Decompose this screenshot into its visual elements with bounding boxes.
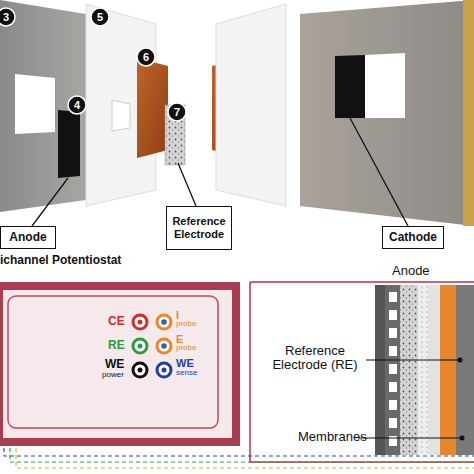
- terminal-name: RE: [108, 339, 125, 352]
- channel: [389, 364, 397, 374]
- jack: [133, 339, 147, 353]
- callout-circle: [137, 48, 155, 66]
- plate-layer: [456, 285, 474, 455]
- part-name: Reference Electrode (RE): [266, 344, 364, 373]
- jack: [133, 315, 147, 329]
- end-plate-layer: [375, 285, 385, 455]
- box-label: Cathode: [389, 231, 437, 245]
- terminal-name: WE: [105, 358, 124, 371]
- channel: [389, 310, 397, 320]
- panel-frame: [0, 282, 240, 446]
- jack: [133, 363, 147, 377]
- leader-line: [350, 118, 408, 226]
- leader-line: [178, 163, 196, 206]
- callout-circle: [168, 103, 186, 121]
- flow-field-layer: [385, 285, 400, 455]
- panel-heading: ichannel Potentiostat: [0, 254, 240, 268]
- jack: [161, 319, 167, 325]
- end-plate: [463, 0, 474, 226]
- catalyst-layer: [418, 285, 428, 455]
- label-box: Reference Electrode: [166, 206, 232, 250]
- callout-number: 7: [174, 106, 180, 118]
- box-label: Reference Electrode: [167, 215, 231, 240]
- label-box: Anode: [0, 226, 56, 249]
- channel: [389, 400, 397, 410]
- panel-face: [3, 290, 232, 438]
- frame-line: [250, 282, 474, 462]
- callout-circle: [0, 8, 15, 26]
- part-name: Anode: [392, 264, 430, 278]
- copper-layer: [440, 285, 456, 455]
- channel: [389, 346, 397, 356]
- anode-plate: [0, 0, 86, 212]
- callout-circle: [91, 8, 109, 26]
- label-box: Cathode: [382, 226, 444, 249]
- channel: [389, 418, 397, 428]
- jack: [138, 320, 143, 325]
- callout-circle: [68, 96, 86, 114]
- terminal-name: probe: [176, 320, 196, 329]
- anode-electrode: [58, 110, 80, 178]
- terminal-name: power: [102, 371, 124, 380]
- channel: [389, 328, 397, 338]
- jack: [161, 343, 167, 349]
- callout-number: 4: [74, 99, 80, 111]
- leader-line: [358, 437, 462, 438]
- part-name: Membranes: [298, 430, 367, 444]
- jack: [138, 368, 143, 373]
- plate-window: [365, 53, 405, 118]
- callout-number: 5: [97, 11, 103, 23]
- jack: [157, 315, 171, 329]
- leader-dot: [460, 436, 465, 441]
- porous-layer: [400, 285, 418, 455]
- jack: [162, 368, 167, 373]
- membrane-window: [112, 100, 130, 131]
- leader-line: [32, 178, 68, 226]
- copper-foil: [137, 58, 168, 158]
- terminal-name: WE: [176, 357, 194, 369]
- membrane-sheet: [216, 4, 286, 206]
- membrane-layer: [428, 285, 440, 455]
- cathode-electrode: [335, 55, 365, 118]
- instrument-panel: ichannel Potentiostat: [0, 254, 240, 278]
- channel: [389, 292, 397, 302]
- panel-inset: [8, 296, 218, 428]
- cathode-plate: [300, 0, 474, 226]
- terminal-name: CE: [108, 315, 125, 328]
- leader-line: [366, 359, 460, 360]
- terminal-name: probe: [176, 344, 196, 353]
- terminal-name: sense: [176, 369, 197, 378]
- box-label: Anode: [9, 231, 46, 245]
- jack: [157, 363, 171, 377]
- channel: [389, 382, 397, 392]
- callout-number: 3: [3, 11, 9, 23]
- plate-window: [15, 74, 55, 134]
- leader-dot: [458, 358, 463, 363]
- callout-number: 6: [143, 51, 149, 63]
- jack: [138, 344, 143, 349]
- jack: [157, 339, 171, 353]
